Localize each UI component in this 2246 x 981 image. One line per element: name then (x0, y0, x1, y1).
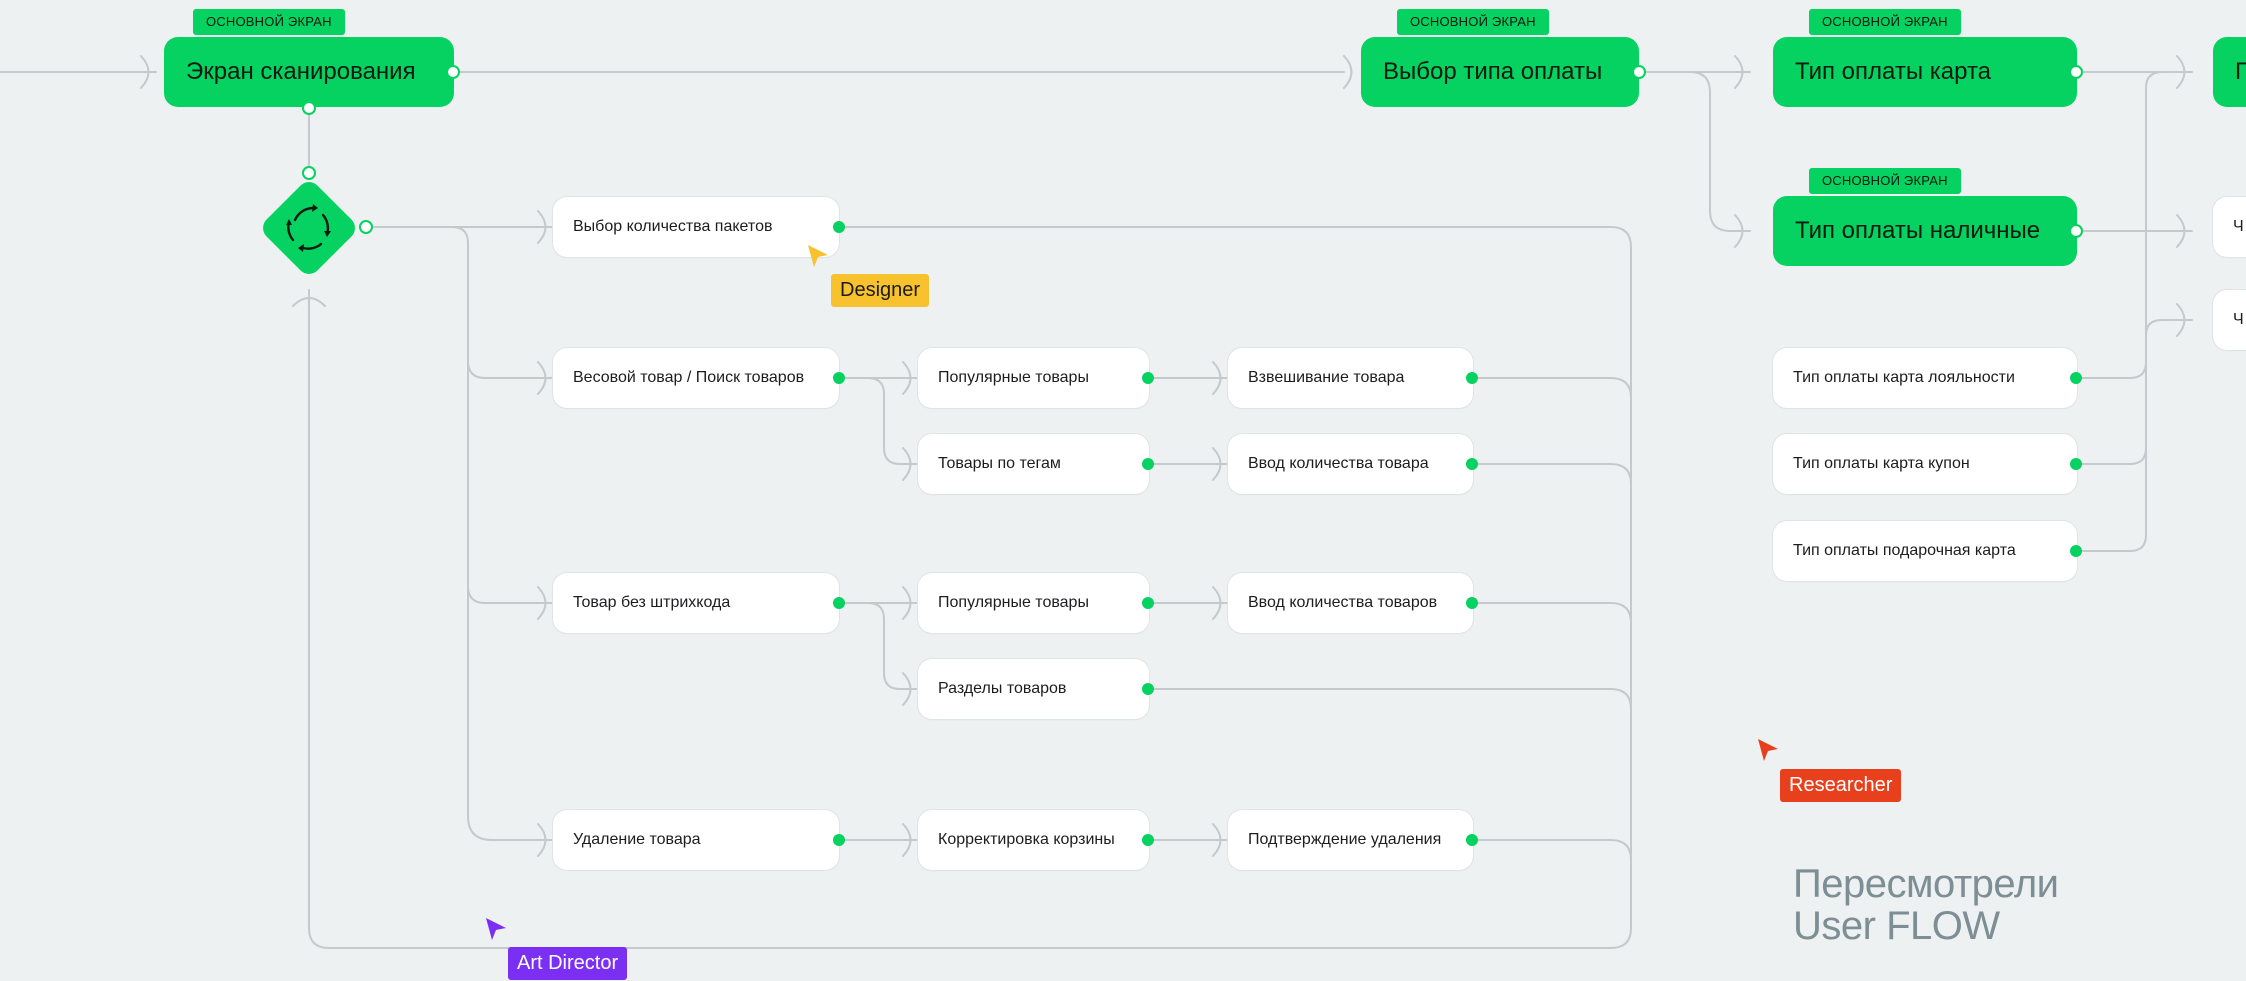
payment-choice-node[interactable]: Выбор типа оплаты (1361, 37, 1639, 107)
cart-adjust-label: Корректировка корзины (938, 831, 1115, 848)
researcher-cursor-icon (1758, 739, 1778, 761)
connector-handle[interactable] (359, 220, 373, 234)
researcher-cursor-label: Researcher (1780, 769, 1902, 802)
gift-card-label: Тип оплаты подарочная карта (1793, 542, 2016, 559)
cart-adjust-node[interactable]: Корректировка корзины (918, 810, 1149, 870)
connector-dot[interactable] (833, 597, 845, 609)
connector-handle[interactable] (302, 166, 316, 180)
connector-handle[interactable] (446, 65, 460, 79)
payment-choice-label: Выбор типа оплаты (1383, 58, 1603, 85)
packages-qty-label: Выбор количества пакетов (573, 218, 773, 235)
card-payment-label: Тип оплаты карта (1795, 58, 1992, 85)
main-screen-badge: ОСНОВНОЙ ЭКРАН (1397, 9, 1549, 35)
connector-dot[interactable] (1142, 834, 1154, 846)
partial-node-1-label: Ч (2233, 218, 2244, 235)
weighted-search-node[interactable]: Весовой товар / Поиск товаров (553, 348, 839, 408)
partial-node-2-label: Ч (2233, 311, 2244, 328)
gift-card-node[interactable]: Тип оплаты подарочная карта (1773, 521, 2077, 581)
delete-item-label: Удаление товара (573, 831, 701, 848)
connector-dot[interactable] (1142, 372, 1154, 384)
qty-entry-label: Ввод количества товара (1248, 455, 1429, 472)
connector-dot[interactable] (1142, 597, 1154, 609)
connector-dot[interactable] (1142, 683, 1154, 695)
goods-by-tags-node[interactable]: Товары по тегам (918, 434, 1149, 494)
main-screen-badge: ОСНОВНОЙ ЭКРАН (1809, 9, 1961, 35)
delete-item-node[interactable]: Удаление товара (553, 810, 839, 870)
designer-cursor-label: Designer (831, 274, 930, 307)
loop-decision-node[interactable] (251, 170, 367, 286)
connector-dot[interactable] (1142, 458, 1154, 470)
canvas-note: Пересмотрели User FLOW (1793, 863, 2059, 947)
cash-payment-node[interactable]: Тип оплаты наличные (1773, 196, 2077, 266)
popular-goods-node[interactable]: Популярные товары (918, 348, 1149, 408)
delete-confirm-node[interactable]: Подтверждение удаления (1228, 810, 1473, 870)
connector-dot[interactable] (1466, 834, 1478, 846)
partial-main-label: П (2235, 58, 2246, 85)
partial-main-node[interactable]: П (2213, 37, 2246, 107)
canvas-note-line-1: Пересмотрели (1793, 862, 2059, 906)
loyalty-card-node[interactable]: Тип оплаты карта лояльности (1773, 348, 2077, 408)
connector-handle[interactable] (302, 101, 316, 115)
partial-node-1[interactable]: Ч (2213, 197, 2246, 257)
connector-dot[interactable] (2070, 458, 2082, 470)
weighing-label: Взвешивание товара (1248, 369, 1405, 386)
weighted-search-label: Весовой товар / Поиск товаров (573, 369, 805, 386)
loyalty-card-label: Тип оплаты карта лояльности (1793, 369, 2015, 386)
goods-sections-node[interactable]: Разделы товаров (918, 659, 1149, 719)
card-payment-node[interactable]: Тип оплаты карта (1773, 37, 2077, 107)
connector-dot[interactable] (1466, 372, 1478, 384)
qty-entry-node[interactable]: Ввод количества товара (1228, 434, 1473, 494)
connector-dot[interactable] (833, 834, 845, 846)
partial-node-2[interactable]: Ч (2213, 290, 2246, 350)
scan-screen-node[interactable]: Экран сканирования (164, 37, 454, 107)
weighing-node[interactable]: Взвешивание товара (1228, 348, 1473, 408)
popular-goods-node-2[interactable]: Популярные товары (918, 573, 1149, 633)
coupon-card-node[interactable]: Тип оплаты карта купон (1773, 434, 2077, 494)
connector-dot[interactable] (2070, 545, 2082, 557)
packages-qty-node[interactable]: Выбор количества пакетов (553, 197, 839, 257)
connector-dot[interactable] (2070, 372, 2082, 384)
main-screen-badge: ОСНОВНОЙ ЭКРАН (193, 9, 345, 35)
popular-goods-label: Популярные товары (938, 369, 1089, 386)
connector-dot[interactable] (1466, 458, 1478, 470)
qty-entry-plural-label: Ввод количества товаров (1248, 594, 1438, 611)
art-director-cursor-icon (486, 918, 506, 940)
qty-entry-plural-node[interactable]: Ввод количества товаров (1228, 573, 1473, 633)
connector-dot[interactable] (1466, 597, 1478, 609)
no-barcode-node[interactable]: Товар без штрихкода (553, 573, 839, 633)
designer-cursor-icon (808, 245, 828, 267)
refresh-cycle-icon (263, 182, 355, 274)
popular-goods-label-2: Популярные товары (938, 594, 1089, 611)
canvas-note-line-2: User FLOW (1793, 904, 2000, 948)
delete-confirm-label: Подтверждение удаления (1248, 831, 1442, 848)
scan-screen-label: Экран сканирования (186, 58, 416, 85)
connector-dot[interactable] (833, 221, 845, 233)
cash-payment-label: Тип оплаты наличные (1795, 217, 2041, 244)
connector-handle[interactable] (2069, 224, 2083, 238)
connector-handle[interactable] (1632, 65, 1646, 79)
coupon-card-label: Тип оплаты карта купон (1793, 455, 1970, 472)
goods-by-tags-label: Товары по тегам (938, 455, 1061, 472)
art-director-cursor-label: Art Director (508, 947, 628, 980)
no-barcode-label: Товар без штрихкода (573, 594, 731, 611)
connector-dot[interactable] (833, 372, 845, 384)
goods-sections-label: Разделы товаров (938, 680, 1067, 697)
main-screen-badge: ОСНОВНОЙ ЭКРАН (1809, 168, 1961, 194)
connector-handle[interactable] (2069, 65, 2083, 79)
